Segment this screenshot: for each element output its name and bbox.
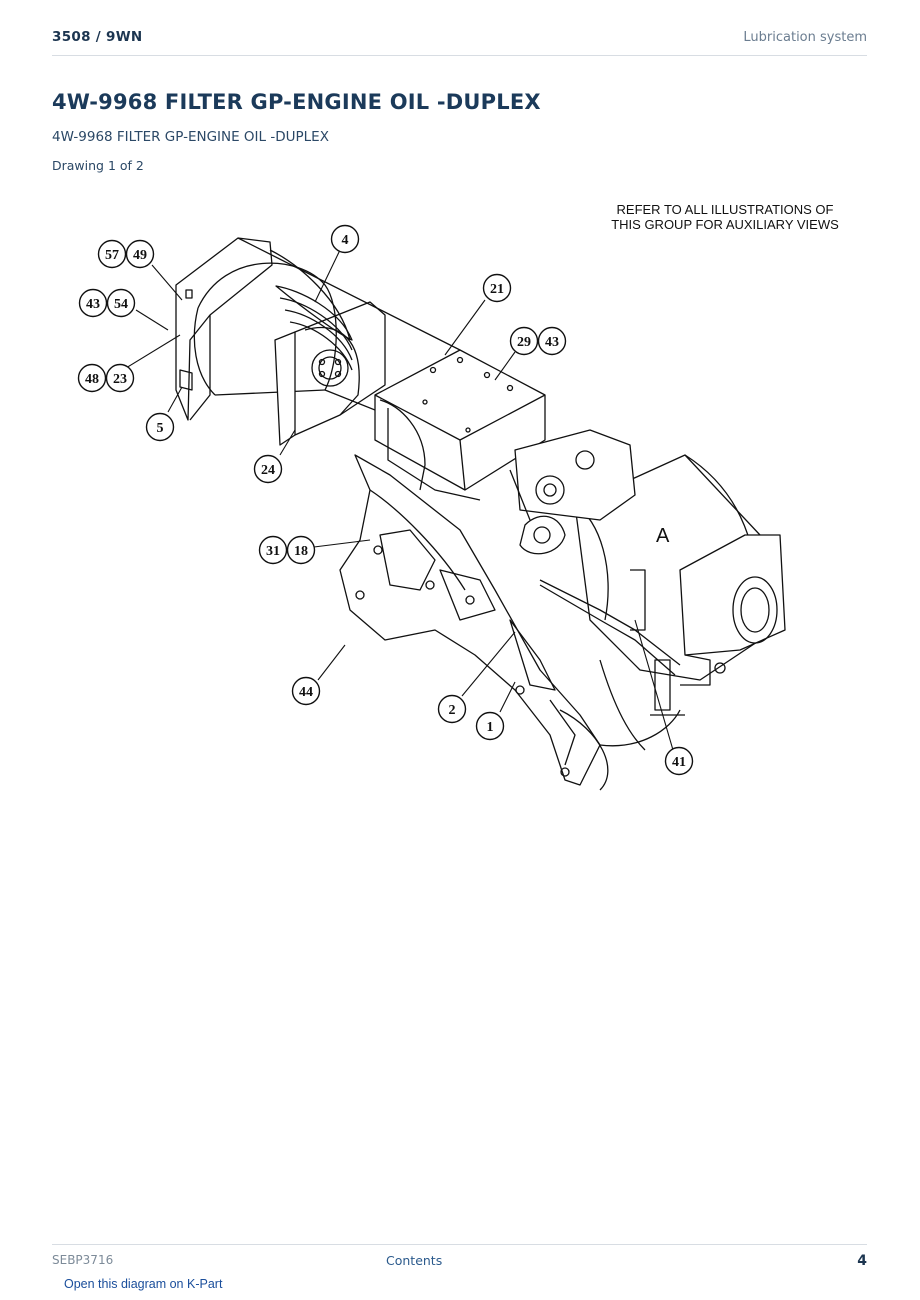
- callout-circle: [509, 326, 539, 356]
- callout-circle: [286, 535, 316, 565]
- footer-divider: [52, 1244, 867, 1245]
- open-in-kpart-link[interactable]: Open this diagram on K-Part: [64, 1277, 223, 1291]
- callout-circle: [291, 676, 321, 706]
- header-model: 3508 / 9WN: [52, 29, 143, 45]
- callout-49: 49: [125, 239, 155, 269]
- callout-circle: [537, 326, 567, 356]
- page-number: 4: [857, 1253, 867, 1269]
- callout-44: 44: [291, 676, 321, 706]
- callout-number: 1: [487, 720, 494, 735]
- callout-number: 29: [517, 335, 531, 350]
- header-section-name: Lubrication system: [743, 30, 867, 45]
- callout-number: 4: [342, 233, 349, 248]
- callout-number: 5: [157, 421, 164, 436]
- page-title: 4W-9968 FILTER GP-ENGINE OIL -DUPLEX: [52, 90, 541, 114]
- callout-number: 43: [545, 335, 559, 350]
- callout-circle: [145, 412, 175, 442]
- callout-number: 24: [261, 463, 275, 478]
- callout-circle: [78, 288, 108, 318]
- auxiliary-views-note-line-1: REFER TO ALL ILLUSTRATIONS OF: [617, 202, 834, 217]
- callout-circle: [482, 273, 512, 303]
- callout-number: 43: [86, 297, 100, 312]
- header-divider: [52, 55, 867, 56]
- callout-41: 41: [664, 746, 694, 776]
- view-label-a: A: [656, 525, 670, 547]
- callout-2: 2: [437, 694, 467, 724]
- drawing-label: Drawing 1 of 2: [52, 158, 144, 173]
- callout-circle: [330, 224, 360, 254]
- callout-number: 49: [133, 248, 147, 263]
- left-filter-housing: [175, 237, 461, 446]
- central-valve-body: [374, 349, 546, 501]
- callout-23: 23: [105, 363, 135, 393]
- callout-31: 31: [258, 535, 288, 565]
- callout-circle: [97, 239, 127, 269]
- callout-circle: [258, 535, 288, 565]
- callout-circle: [475, 711, 505, 741]
- callout-number: 2: [449, 703, 456, 718]
- footer-document-id: SEBP3716: [52, 1253, 114, 1267]
- support-bracket: [339, 454, 681, 791]
- callout-number: 48: [85, 372, 99, 387]
- callout-number: 57: [105, 248, 119, 263]
- callout-54: 54: [106, 288, 136, 318]
- page-subtitle: 4W-9968 FILTER GP-ENGINE OIL -DUPLEX: [52, 129, 329, 145]
- callout-number: 41: [672, 755, 686, 770]
- contents-link[interactable]: Contents: [386, 1253, 443, 1268]
- oil-line: [539, 569, 685, 716]
- callout-43: 43: [537, 326, 567, 356]
- callout-57: 57: [97, 239, 127, 269]
- callout-number: 23: [113, 372, 127, 387]
- auxiliary-views-note-line-2: THIS GROUP FOR AUXILIARY VIEWS: [611, 217, 839, 232]
- callout-21: 21: [482, 273, 512, 303]
- pump-assembly: [509, 429, 636, 555]
- callout-circle: [77, 363, 107, 393]
- callout-number: 54: [114, 297, 128, 312]
- callout-circle: [105, 363, 135, 393]
- callout-number: 44: [299, 685, 313, 700]
- callout-43: 43: [78, 288, 108, 318]
- callout-circle: [437, 694, 467, 724]
- callout-circle: [664, 746, 694, 776]
- callout-number: 21: [490, 282, 504, 297]
- callout-29: 29: [509, 326, 539, 356]
- callout-1: 1: [475, 711, 505, 741]
- callout-4: 4: [330, 224, 360, 254]
- callout-number: 31: [266, 544, 280, 559]
- callout-48: 48: [77, 363, 107, 393]
- callout-circle: [106, 288, 136, 318]
- callout-18: 18: [286, 535, 316, 565]
- callout-number: 18: [294, 544, 308, 559]
- callout-circle: [253, 454, 283, 484]
- callout-circle: [125, 239, 155, 269]
- callout-24: 24: [253, 454, 283, 484]
- callout-5: 5: [145, 412, 175, 442]
